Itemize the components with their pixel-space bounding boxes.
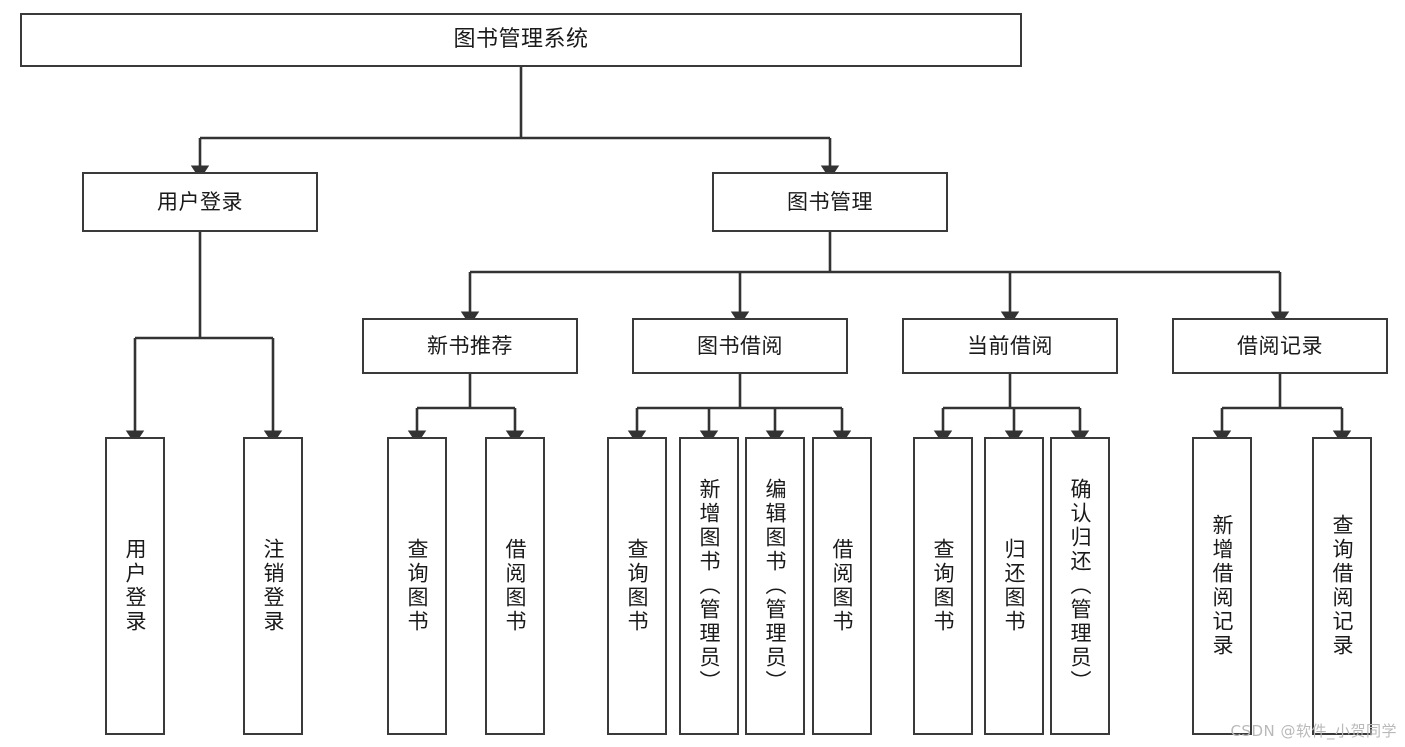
node-user-login-label: 用户登录 [157, 189, 243, 214]
node-leaf-cur-return[interactable]: 归还图书 [984, 437, 1044, 735]
node-leaf-borrow-add[interactable]: 新增图书（管理员） [679, 437, 739, 735]
node-leaf-user-login-label: 用户登录 [123, 538, 148, 634]
node-leaf-rec-search-label: 查询借阅记录 [1330, 514, 1355, 658]
csdn-watermark: CSDN @软件_小贺同学 [1230, 722, 1397, 740]
node-root[interactable]: 图书管理系统 [20, 13, 1022, 67]
node-leaf-rec-search[interactable]: 查询借阅记录 [1312, 437, 1372, 735]
node-leaf-borrow-add-label: 新增图书（管理员） [697, 478, 722, 694]
node-leaf-borrow-edit[interactable]: 编辑图书（管理员） [745, 437, 805, 735]
node-leaf-rec-query[interactable]: 查询图书 [387, 437, 447, 735]
node-book-manage-label: 图书管理 [787, 189, 873, 214]
node-leaf-user-login[interactable]: 用户登录 [105, 437, 165, 735]
node-leaf-rec-query-label: 查询图书 [405, 538, 430, 634]
node-leaf-cur-query[interactable]: 查询图书 [913, 437, 973, 735]
node-leaf-borrow-lend[interactable]: 借阅图书 [812, 437, 872, 735]
node-leaf-rec-add-label: 新增借阅记录 [1210, 514, 1235, 658]
node-new-book-rec[interactable]: 新书推荐 [362, 318, 578, 374]
node-leaf-cur-confirm-label: 确认归还（管理员） [1068, 478, 1093, 694]
node-new-book-rec-label: 新书推荐 [427, 333, 513, 358]
node-leaf-borrow-edit-label: 编辑图书（管理员） [763, 478, 788, 694]
node-book-borrow-label: 图书借阅 [697, 333, 783, 358]
node-borrow-record[interactable]: 借阅记录 [1172, 318, 1388, 374]
node-root-label: 图书管理系统 [453, 26, 589, 52]
node-leaf-cur-confirm[interactable]: 确认归还（管理员） [1050, 437, 1110, 735]
node-leaf-user-logout-label: 注销登录 [261, 538, 286, 634]
node-leaf-borrow-query-label: 查询图书 [625, 538, 650, 634]
node-leaf-borrow-lend-label: 借阅图书 [830, 538, 855, 634]
node-book-manage[interactable]: 图书管理 [712, 172, 948, 232]
node-leaf-borrow-query[interactable]: 查询图书 [607, 437, 667, 735]
node-leaf-rec-add[interactable]: 新增借阅记录 [1192, 437, 1252, 735]
node-leaf-cur-return-label: 归还图书 [1002, 538, 1027, 634]
node-leaf-rec-borrow[interactable]: 借阅图书 [485, 437, 545, 735]
node-borrow-record-label: 借阅记录 [1237, 333, 1323, 358]
node-current-borrow[interactable]: 当前借阅 [902, 318, 1118, 374]
node-book-borrow[interactable]: 图书借阅 [632, 318, 848, 374]
node-user-login[interactable]: 用户登录 [82, 172, 318, 232]
node-leaf-rec-borrow-label: 借阅图书 [503, 538, 528, 634]
node-leaf-user-logout[interactable]: 注销登录 [243, 437, 303, 735]
node-current-borrow-label: 当前借阅 [967, 333, 1053, 358]
node-leaf-cur-query-label: 查询图书 [931, 538, 956, 634]
